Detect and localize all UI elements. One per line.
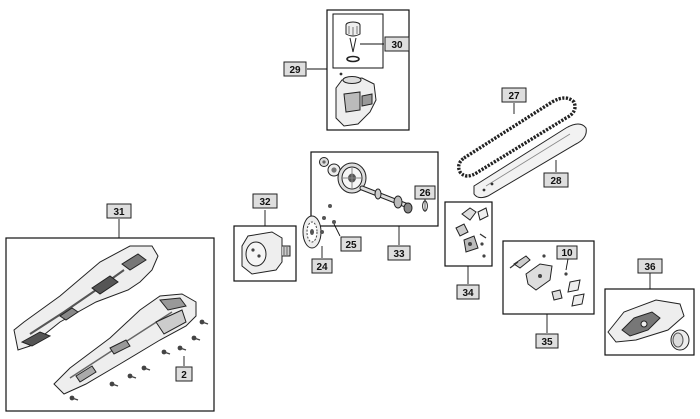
seal-ring-icon[interactable] xyxy=(346,55,360,63)
label-2: 2 xyxy=(181,370,187,381)
group-28-guide-bar: 28 xyxy=(473,123,587,199)
group-29-oil-tank: 30 29 xyxy=(283,9,410,131)
label-25: 25 xyxy=(345,240,357,251)
label-29: 29 xyxy=(289,65,301,76)
motor[interactable] xyxy=(241,231,291,275)
group-36-chain-cover: 36 xyxy=(604,258,695,356)
label-34: 34 xyxy=(462,288,474,299)
chain-cover[interactable] xyxy=(607,299,685,343)
cover-knob[interactable] xyxy=(670,329,690,351)
pin-icon[interactable] xyxy=(422,200,428,212)
saw-chain[interactable] xyxy=(456,96,577,178)
group-24-fan: 24 25 xyxy=(302,204,362,274)
group-35-lock: 10 35 xyxy=(502,240,595,349)
cooling-fan[interactable] xyxy=(302,215,322,249)
label-28: 28 xyxy=(550,176,562,187)
group-31-housing: 31 2 xyxy=(5,203,215,412)
label-10: 10 xyxy=(561,248,573,259)
bearing-icon[interactable] xyxy=(319,157,341,177)
screw-icon[interactable] xyxy=(320,204,336,234)
group-34-trigger: 34 xyxy=(444,201,493,300)
label-31: 31 xyxy=(113,207,125,218)
label-32: 32 xyxy=(259,197,271,208)
oil-cap-icon[interactable] xyxy=(345,21,361,53)
label-30: 30 xyxy=(391,40,403,51)
lock-parts[interactable] xyxy=(509,254,585,307)
label-27: 27 xyxy=(508,91,520,102)
label-36: 36 xyxy=(644,262,656,273)
group-33-gearbox: 26 33 xyxy=(310,151,439,261)
screw-icon[interactable] xyxy=(69,319,209,401)
group-27-chain: 27 xyxy=(456,87,577,178)
label-33: 33 xyxy=(393,249,405,260)
label-35: 35 xyxy=(541,337,553,348)
drive-shaft[interactable] xyxy=(359,185,413,214)
group-32-motor: 32 xyxy=(233,193,297,282)
drive-gear[interactable] xyxy=(337,162,367,194)
trigger-switch[interactable] xyxy=(455,207,489,258)
guide-bar[interactable] xyxy=(473,123,587,199)
label-26: 26 xyxy=(419,188,431,199)
label-24: 24 xyxy=(316,262,328,273)
